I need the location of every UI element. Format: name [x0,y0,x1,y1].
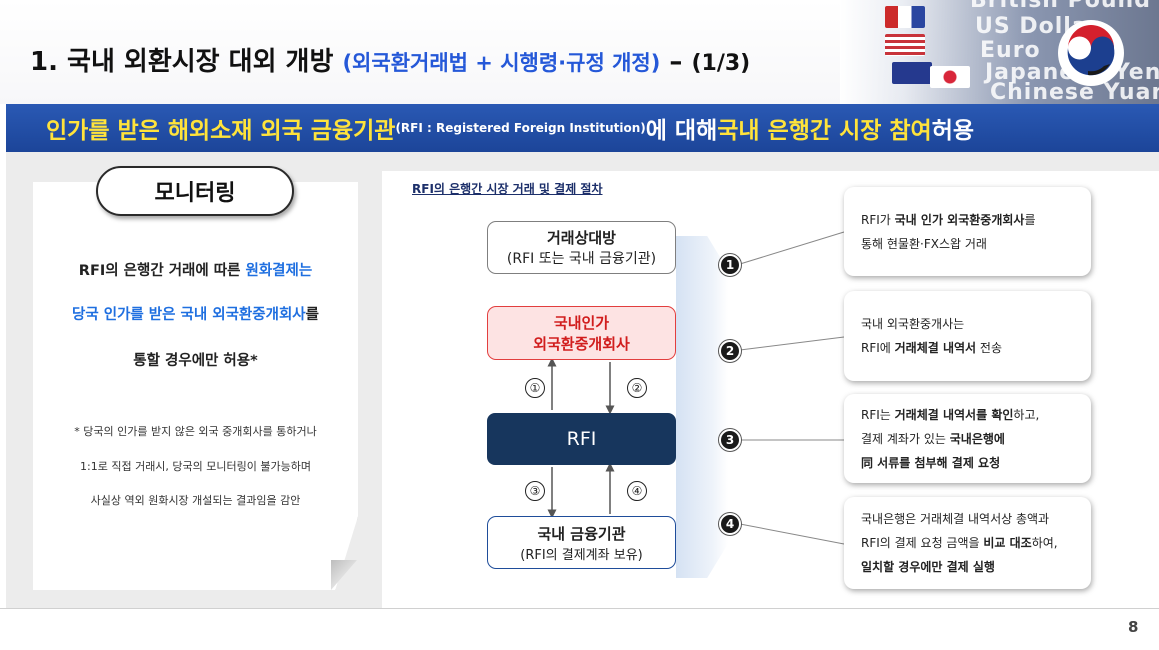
callout-step-4: 국내은행은 거래체결 내역서상 총액과 RFI의 결제 요청 금액을 비교 대조하… [844,497,1091,589]
callout-text: RFI가 [861,212,895,227]
callout-text: 국내은행은 거래체결 내역서상 총액과 [861,512,1050,526]
bill-text-yuan: Chinese Yuan [990,80,1159,104]
callout-bold-text: 同 서류를 첨부해 결제 요청 [861,455,1001,470]
banner-highlight-rfi: 인가를 받은 해외소재 외국 금융기관 [46,118,396,144]
callout-text: RFI는 [861,407,895,422]
arrow-label-4: ④ [627,481,647,501]
monitoring-line-1-text: RFI의 은행간 거래에 따른 [78,263,246,279]
callout-text: 하고, [1013,407,1040,422]
domestic-bank-box: 국내 금융기관 (RFI의 결제계좌 보유) [487,516,676,569]
step-badge-4: 4 [719,513,741,535]
monitoring-line-3: 통할 경우에만 허용* [133,353,258,369]
banner-highlight-market: 국내 은행간 시장 참여 [717,118,932,144]
domestic-broker-box: 국내인가 외국환중개회사 [487,306,676,360]
callout-line: RFI에 거래체결 내역서 전송 [861,336,1091,360]
bill-text-pound: British Pound [970,0,1151,13]
callout-bold-text: 거래체결 내역서 [894,341,977,355]
callout-bold-text: 국내은행에 [949,431,1005,446]
monitoring-line-1: RFI의 은행간 거래에 따른 원화결제는 [33,259,358,280]
counterparty-title: 거래상대방 [546,229,616,247]
page-title: 1. 국내 외환시장 대외 개방 (외국환거래법 + 시행령·규정 개정) – … [30,41,750,78]
arrow-label-1: ① [525,378,545,398]
callout-text: 를 [1024,212,1036,227]
diagram-title: RFI의 은행간 시장 거래 및 결제 절차 [412,182,603,196]
monitoring-note-card [33,182,358,590]
callout-line: RFI는 거래체결 내역서를 확인하고, [861,403,1091,427]
banner-text: 에 대해 [645,118,718,144]
counterparty-subtitle: (RFI 또는 국내 금융기관) [506,251,657,267]
monitoring-line-2: 당국 인가를 받은 국내 외국환중개회사를 [33,303,358,324]
banner-text-end: 허용 [931,118,975,144]
step-badge-1: 1 [719,254,741,276]
callout-bold-text: 일치할 경우에만 결제 실행 [861,560,995,574]
callout-line: 일치할 경우에만 결제 실행 [861,555,1091,579]
arrow-label-2: ② [627,378,647,398]
uk-flag-icon [885,6,925,28]
callout-bold-text: 국내 인가 외국환중개회사 [894,212,1025,227]
title-page-indicator: (1/3) [691,51,751,76]
callout-text: RFI의 결제 요청 금액을 [861,536,984,550]
us-flag-icon [885,34,925,56]
callout-line: 결제 계좌가 있는 국내은행에 [861,427,1091,451]
banner-rfi-definition: (RFI : Registered Foreign Institution) [395,121,646,135]
bill-text-euro: Euro [980,38,1041,63]
callout-step-2: 국내 외국환중개사는 RFI에 거래체결 내역서 전송 [844,291,1091,381]
callout-line: 국내 외국환중개사는 [861,312,1091,336]
counterparty-box: 거래상대방 (RFI 또는 국내 금융기관) [487,221,676,274]
summary-banner: 인가를 받은 해외소재 외국 금융기관 (RFI : Registered Fo… [6,104,1159,152]
page-number: 8 [1128,618,1139,636]
callout-text: 전송 [976,341,1003,355]
eu-flag-icon [892,62,932,84]
monitoring-footnote-1: * 당국의 인가를 받지 않은 외국 중개회사를 통하거나 [74,425,317,438]
rfi-box: RFI [487,413,676,465]
callout-line: RFI의 결제 요청 금액을 비교 대조하여, [861,531,1091,555]
title-dash: – [669,47,683,77]
arrow-label-3: ③ [525,481,545,501]
callout-text: 결제 계좌가 있는 [861,431,950,446]
domestic-broker-line-2: 외국환중개회사 [533,335,630,353]
monitoring-label: 모니터링 [96,166,294,216]
callout-line: RFI가 국내 인가 외국환중개회사를 [861,208,1091,232]
callout-line: 국내은행은 거래체결 내역서상 총액과 [861,507,1091,531]
monitoring-footnote-2: 1:1로 직접 거래시, 당국의 모니터링이 불가능하며 [80,460,311,473]
monitoring-line-2-highlight: 당국 인가를 받은 국내 외국환중개회사 [72,307,306,323]
bank-subtitle: (RFI의 결제계좌 보유) [520,547,643,563]
monitoring-line-1-highlight: 원화결제는 [245,263,313,279]
step-badge-3: 3 [719,429,741,451]
callout-bold-text: 비교 대조 [983,536,1032,550]
bank-title: 국내 금융기관 [537,524,626,543]
callout-line: 통해 현물환·FX스왑 거래 [861,232,1091,256]
callout-text: RFI에 [861,341,895,355]
step-badge-2: 2 [719,340,741,362]
japan-flag-icon [930,66,970,88]
title-main: 1. 국내 외환시장 대외 개방 [30,47,334,77]
callout-text: 통해 현물환·FX스왑 거래 [861,236,987,251]
callout-text: 하여, [1031,536,1058,550]
monitoring-footnote-3: 사실상 역외 원화시장 개설되는 결과임을 감안 [90,494,301,507]
footer-divider [0,608,1159,609]
monitoring-line-2-text: 를 [305,307,319,323]
government-emblem-logo [1058,20,1124,86]
callout-text: 국내 외국환중개사는 [861,317,965,331]
title-subtitle: (외국환거래법 + 시행령·규정 개정) [342,51,661,75]
callout-line: 同 서류를 첨부해 결제 요청 [861,451,1091,475]
domestic-broker-line-1: 국내인가 [553,314,610,332]
taegeuk-logo-icon [1060,22,1122,84]
callout-bold-text: 거래체결 내역서를 확인 [894,407,1014,422]
